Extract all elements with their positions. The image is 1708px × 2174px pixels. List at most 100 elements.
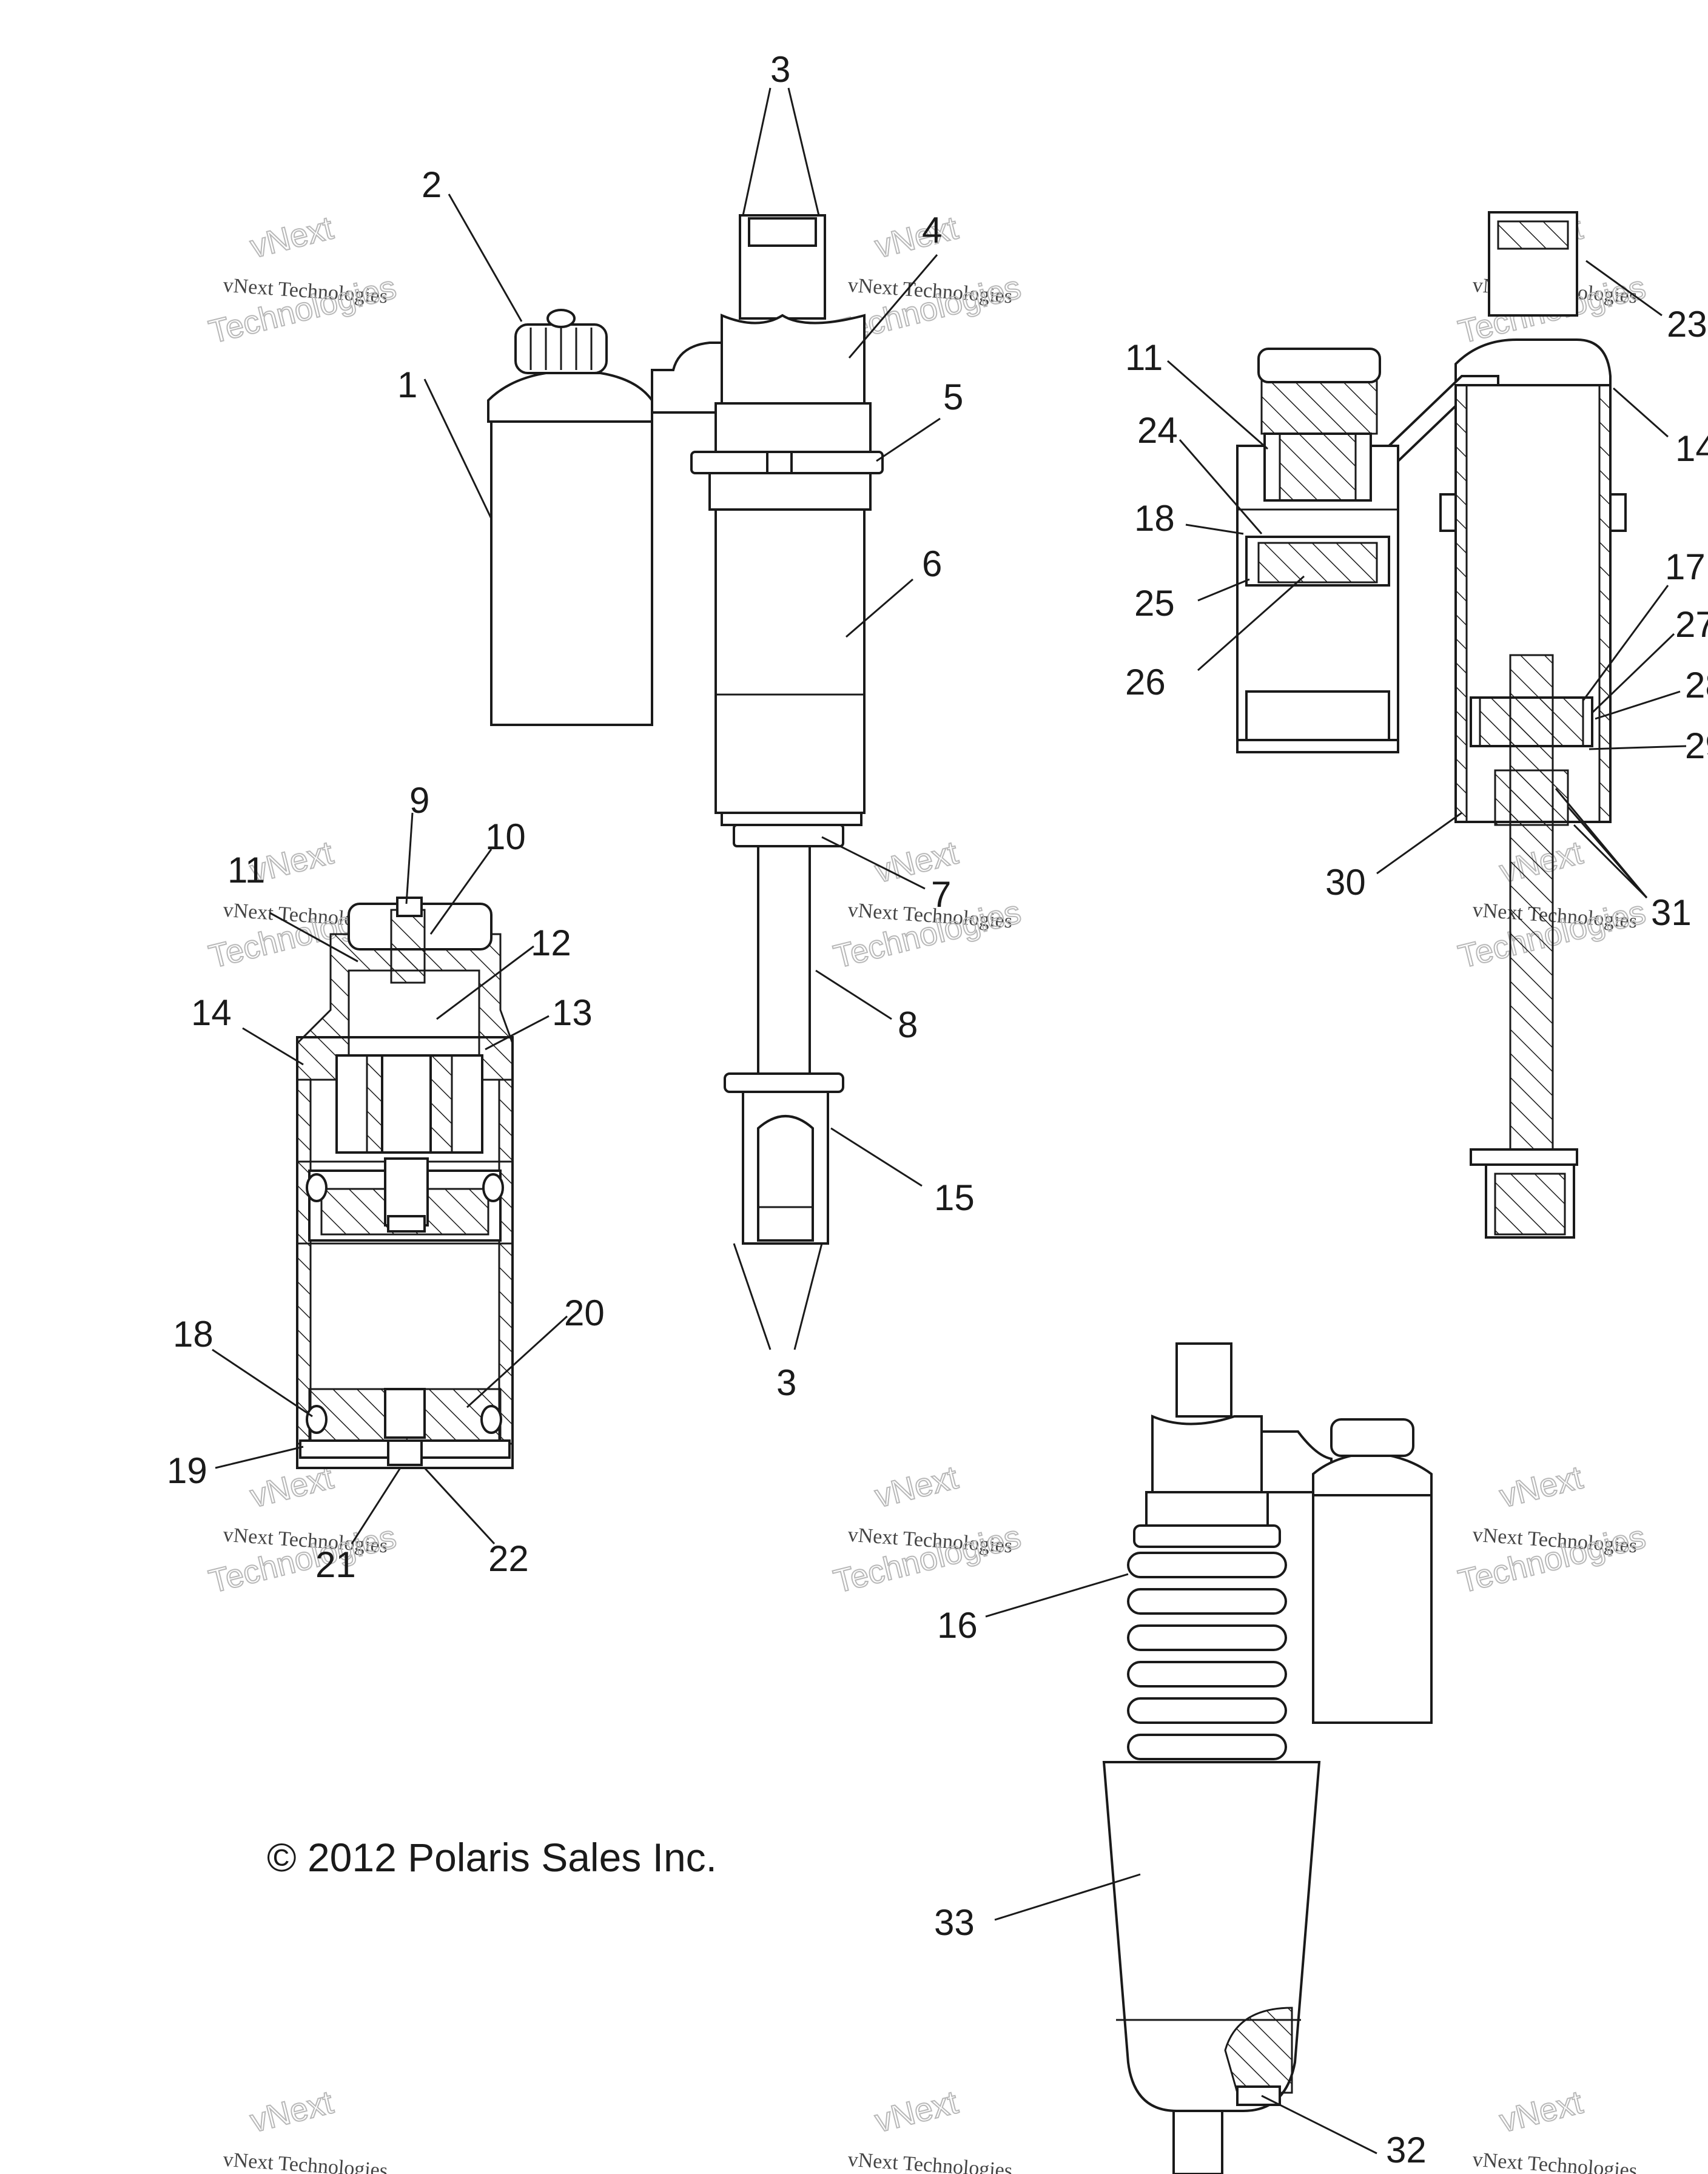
callout-5: 5 <box>943 377 963 417</box>
callout-30: 30 <box>1325 862 1366 903</box>
o-ring <box>306 1173 328 1202</box>
bottom-valve <box>387 1439 423 1466</box>
callout-16: 16 <box>937 1605 978 1646</box>
section-seal-head <box>1494 769 1569 826</box>
eyelet-bushing <box>748 217 817 247</box>
spring-view-collar <box>1145 1491 1269 1527</box>
svg-text:vNext: vNext <box>247 210 337 266</box>
piston-bore <box>381 1054 432 1154</box>
callout-20: 20 <box>564 1293 605 1333</box>
svg-text:vNext: vNext <box>1496 2084 1586 2140</box>
section-reservoir-cap <box>1260 375 1378 435</box>
end-cap-o-ring <box>480 1405 502 1434</box>
section-upper-head <box>1454 338 1612 386</box>
callout-21: 21 <box>315 1544 356 1585</box>
section-reservoir-endcap <box>1245 690 1390 741</box>
section-lower-bushing <box>1494 1173 1566 1236</box>
upper-head <box>721 314 866 405</box>
section-body-wall-right <box>1598 384 1612 823</box>
shock-body <box>714 508 866 814</box>
watermark: vNext vNext Technologies Technologies <box>205 209 400 351</box>
section-body-wall-left <box>1454 384 1468 823</box>
callout-33: 33 <box>934 1902 975 1943</box>
schrader-valve <box>396 897 423 917</box>
callout-31: 31 <box>1651 892 1692 933</box>
section-reservoir-knob <box>1257 348 1381 383</box>
lower-bushing <box>757 1115 814 1242</box>
boot-cutaway <box>1224 2007 1293 2094</box>
callout-24: 24 <box>1137 410 1178 451</box>
callout-labels: 1 2 3 3 4 5 6 7 8 15 9 10 11 12 13 14 18… <box>167 49 1708 2170</box>
callout-18-right: 18 <box>1134 498 1175 539</box>
callout-25: 25 <box>1134 583 1175 624</box>
knob-cap <box>546 309 576 328</box>
section-clip <box>1609 493 1627 532</box>
svg-text:vNext: vNext <box>872 1459 961 1515</box>
watermark: vNext vNext Technologies Technologies <box>1454 1459 1650 1601</box>
callout-11-left: 11 <box>227 850 265 890</box>
watermark: vNext vNext Technologies <box>1472 2084 1638 2174</box>
spring-view-upper-eyelet <box>1175 1342 1232 1418</box>
spring-view-knob <box>1330 1418 1414 1457</box>
callout-11-right: 11 <box>1125 337 1163 378</box>
piston-shaft <box>757 845 811 1075</box>
section-float-core <box>1257 542 1378 584</box>
section-eyelet-bushing <box>1497 220 1569 250</box>
callout-15: 15 <box>934 1177 975 1218</box>
callout-7: 7 <box>931 874 951 915</box>
section-piston-rod <box>1509 654 1554 1160</box>
lower-shaft-stub <box>1172 2110 1223 2174</box>
svg-text:vNext Technologies: vNext Technologies <box>223 2149 389 2174</box>
svg-text:vNext: vNext <box>872 210 961 266</box>
section-lower-retainer <box>1470 1148 1578 1166</box>
section-clip <box>1439 493 1457 532</box>
reservoir-cap <box>487 372 653 423</box>
callout-17: 17 <box>1665 547 1706 587</box>
callout-6: 6 <box>922 544 942 584</box>
shock-section-view <box>1236 211 1627 1239</box>
svg-text:vNext: vNext <box>247 2084 337 2140</box>
callout-1: 1 <box>397 365 417 405</box>
watermark: vNext vNext Technologies Technologies <box>830 1459 1025 1601</box>
leader-lines <box>212 87 1687 2155</box>
shock-body-collar <box>708 472 872 511</box>
callout-23: 23 <box>1667 304 1707 345</box>
callout-27: 27 <box>1675 604 1708 645</box>
spring-view-retainer <box>1133 1524 1281 1548</box>
callout-14-left: 14 <box>191 992 232 1033</box>
shock-with-spring-view <box>1102 1342 1433 2174</box>
callout-26: 26 <box>1125 662 1166 702</box>
callout-12: 12 <box>531 923 571 963</box>
o-ring <box>482 1173 504 1202</box>
watermark: vNext vNext Technologies <box>847 2084 1014 2174</box>
section-adjuster-core <box>1279 432 1357 502</box>
floating-piston-nut <box>387 1215 426 1233</box>
callout-3-bottom: 3 <box>776 1362 796 1403</box>
shock-assembly-view <box>487 214 884 1245</box>
svg-text:vNext: vNext <box>1496 1459 1586 1515</box>
section-reservoir-ring <box>1236 739 1399 753</box>
callout-18-left: 18 <box>173 1314 214 1355</box>
callout-2: 2 <box>422 164 442 205</box>
callout-22: 22 <box>488 1538 529 1579</box>
callout-9: 9 <box>409 780 429 821</box>
head-collar <box>714 402 872 453</box>
watermark: vNext vNext Technologies Technologies <box>205 1459 400 1601</box>
spring-view-reservoir <box>1312 1494 1433 1724</box>
callout-10: 10 <box>485 816 526 857</box>
reservoir-section-view <box>296 897 514 1469</box>
callout-19: 19 <box>167 1450 207 1491</box>
lower-retainer <box>724 1072 844 1093</box>
bumper <box>733 824 844 847</box>
retainer-notch <box>766 451 793 474</box>
end-cap-plug <box>384 1388 426 1439</box>
reservoir-bridge <box>651 342 729 414</box>
callout-3-top: 3 <box>770 49 790 90</box>
adjuster-stem <box>390 909 426 984</box>
end-cap-o-ring <box>306 1405 328 1434</box>
svg-text:vNext: vNext <box>872 2084 961 2140</box>
callout-4: 4 <box>922 210 942 251</box>
coil-spring <box>1127 1552 1287 1760</box>
watermark: vNext vNext Technologies <box>223 2084 389 2174</box>
